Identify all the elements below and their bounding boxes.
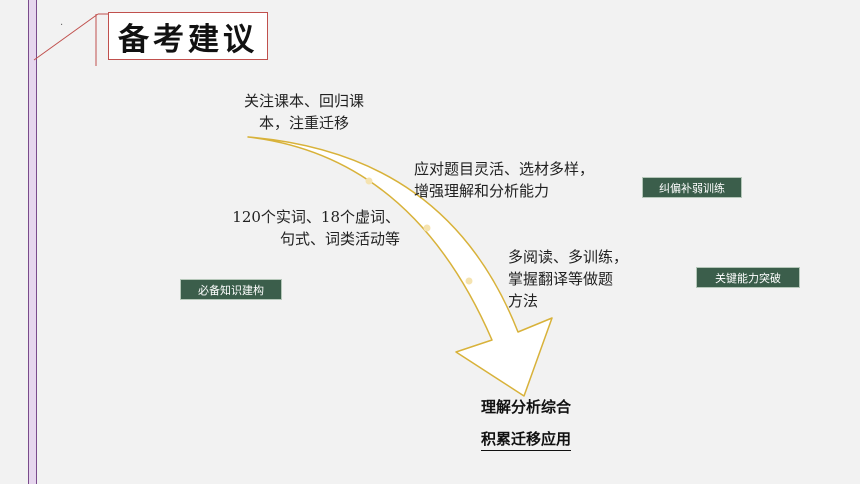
tag-remedial-training: 纠偏补弱训练 [642,177,742,198]
note-flexible: 应对题目灵活、选材多样， 增强理解和分析能力 [414,158,594,202]
note-flexible-line2: 增强理解和分析能力 [414,182,550,200]
note-flexible-line1: 应对题目灵活、选材多样， [414,160,595,178]
note-practice-line1: 多阅读、多训练， [508,248,629,266]
corner-decoration [33,13,108,66]
note-practice-line2: 掌握翻译等做题 [508,270,614,288]
note-textbook-line1: 关注课本、回归课 [243,92,364,110]
tiny-mark: · [60,20,64,31]
note-textbook: 关注课本、回归课 本，注重迁移 [224,90,384,134]
tag-essential-knowledge: 必备知识建构 [180,279,282,300]
arrow-dot-1 [365,177,373,185]
note-practice-line3: 方法 [508,292,539,310]
note-vocabulary-line2: 句式、词类活动等 [279,230,400,248]
result-understanding: 理解分析综合 [481,398,572,416]
arrow-dot-3 [465,277,473,285]
note-textbook-line2: 本，注重迁移 [258,114,349,132]
page-title: 备考建议 [108,12,268,60]
note-vocabulary: 120个实词、18个虚词、 句式、词类活动等 [210,206,400,250]
left-rail [28,0,37,484]
arrow-dot-2 [423,224,431,232]
result-accumulation: 积累迁移应用 [481,428,572,451]
note-practice: 多阅读、多训练， 掌握翻译等做题 方法 [508,246,628,312]
note-vocabulary-line1: 120个实词、18个虚词、 [232,208,400,226]
tag-key-ability: 关键能力突破 [696,267,800,288]
